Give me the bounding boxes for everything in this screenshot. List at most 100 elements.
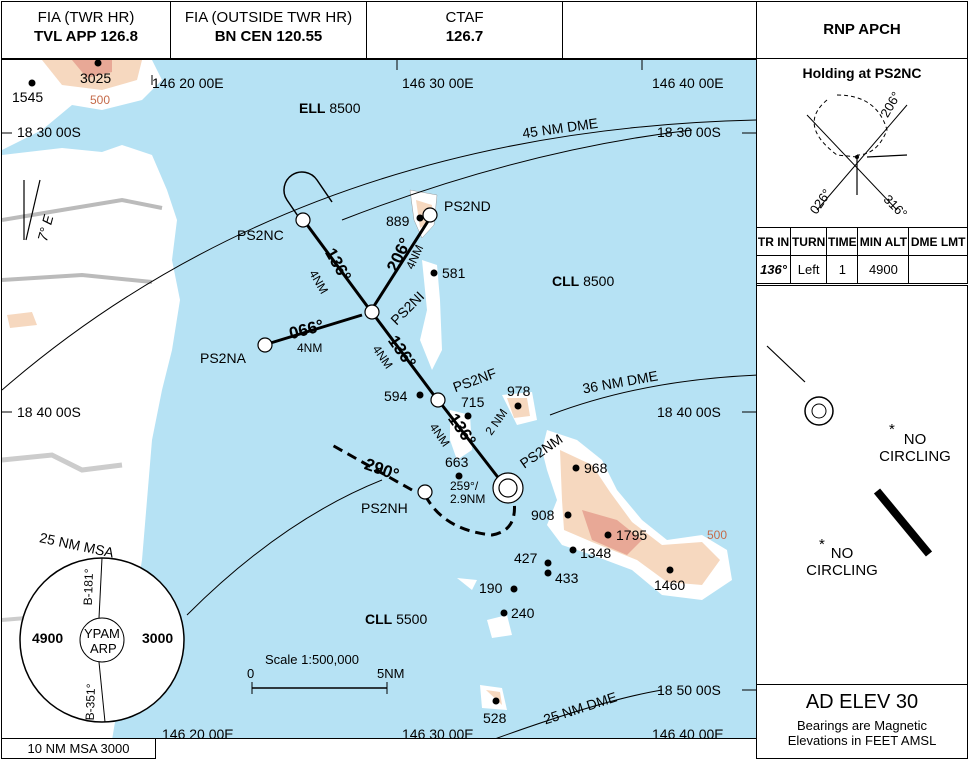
longitude-label: 146 30 00E xyxy=(402,75,474,91)
th-dme-lmt: DME LMT xyxy=(908,227,968,256)
msa-bearing: B-351° xyxy=(82,683,99,721)
spot-elevation: 433 xyxy=(555,570,579,586)
spot-elevation: 1545 xyxy=(12,89,44,105)
spot-elevations xyxy=(28,60,674,705)
th-time: TIME xyxy=(826,227,859,256)
missed-label: 259°/ 2.9NM xyxy=(450,479,486,506)
latitude-label: 18 40 00S xyxy=(17,404,81,420)
msa-center-label: YPAM xyxy=(84,626,120,641)
msa-bearing: B-181° xyxy=(80,568,97,606)
spot-elevation: 581 xyxy=(442,265,466,281)
airspace-alt: 5500 xyxy=(396,611,428,627)
spot-elevation: 1460 xyxy=(654,577,686,593)
longitude-label: 146 20 00E xyxy=(152,75,224,91)
dme-arc-25 xyxy=(496,689,663,738)
ad-elevation: AD ELEV 30 xyxy=(805,691,919,713)
north-arrow xyxy=(25,179,41,241)
th-tr-in: TR IN xyxy=(755,227,792,256)
holding-pattern xyxy=(283,171,333,223)
waypoint-symbols xyxy=(257,207,524,504)
scale-end: 5NM xyxy=(377,666,405,681)
contour-label: 500 xyxy=(707,528,728,542)
spot-elevation: 594 xyxy=(384,388,408,404)
notes-panel: * NO CIRCLING * NO CIRCLING xyxy=(756,285,968,685)
latitude-label: 18 30 00S xyxy=(657,124,721,140)
notes-diagram xyxy=(766,345,933,557)
header-value: 126.7 xyxy=(445,28,484,45)
msa-left-sector: 4900 xyxy=(32,630,64,646)
river xyxy=(2,272,153,284)
island-middle xyxy=(420,260,442,370)
spot-elevation: 240 xyxy=(511,605,535,621)
spot-elevation: 427 xyxy=(514,550,538,566)
msa-right-sector: 3000 xyxy=(142,630,174,646)
spot-elevation: 1795 xyxy=(616,527,648,543)
scale-label: Scale 1:500,000 xyxy=(265,652,359,667)
dme-arc-inner xyxy=(186,479,383,616)
elevation-note: Elevations in FEET AMSL xyxy=(787,733,937,748)
holding-panel: Holding at PS2NC 206° 026° 316° xyxy=(756,58,968,228)
airspace-alt: 8500 xyxy=(583,273,615,289)
dme-arc-36 xyxy=(549,374,756,416)
longitude-label: 146 30 00E xyxy=(402,726,474,739)
terrain xyxy=(560,450,720,585)
td-dme-lmt xyxy=(908,255,968,284)
contour-label: 500 xyxy=(90,93,111,107)
header-value: TVL APP 126.8 xyxy=(34,28,138,45)
no-circling-note: NO CIRCLING xyxy=(806,545,878,579)
holding-table: TR IN TURN TIME MIN ALT DME LMT 136° Lef… xyxy=(755,227,968,284)
longitude-label: 146 40 00E xyxy=(652,75,724,91)
waypoint-ps2na: PS2NA xyxy=(200,350,246,366)
header-cell-ctaf: CTAF 126.7 xyxy=(366,1,563,59)
msa-center xyxy=(79,617,125,663)
spot-elevation: 663 xyxy=(445,454,469,470)
td-min-alt: 4900 xyxy=(857,255,910,284)
asterisk: * xyxy=(889,421,895,438)
latitude-label: 18 40 00S xyxy=(657,404,721,420)
header-cell-blank xyxy=(562,1,757,59)
spot-elevation: 978 xyxy=(507,383,531,399)
road xyxy=(2,452,123,473)
msa-sector-line xyxy=(98,557,103,619)
longitude-label: 146 40 00E xyxy=(652,726,724,739)
holding-title: Holding at PS2NC xyxy=(802,65,922,81)
terrain-west xyxy=(7,312,37,328)
latitude-label: 18 50 00S xyxy=(657,682,721,698)
th-turn: TURN xyxy=(790,227,828,256)
dme-arc-45 xyxy=(2,119,756,391)
header-value: BN CEN 120.55 xyxy=(214,28,323,45)
airspace-alt: 8500 xyxy=(329,100,361,116)
waypoint-ps2nh: PS2NH xyxy=(361,500,408,516)
terrain-peak-north xyxy=(72,60,112,78)
island-tiny xyxy=(480,685,507,710)
dme-arc-45-b xyxy=(341,129,693,221)
th-min-alt: MIN ALT xyxy=(857,227,910,256)
map-canvas xyxy=(2,60,756,738)
leg-distance: 4NM xyxy=(297,341,323,355)
spot-elevation: 190 xyxy=(479,580,503,596)
td-tr-in: 136° xyxy=(755,255,792,284)
approach-map: 146 20 00E 146 30 00E 146 40 00E 146 20 … xyxy=(1,59,757,739)
spot-elevation: 908 xyxy=(531,507,555,523)
holding-diagram xyxy=(806,94,908,211)
spot-elevation: 3025 xyxy=(80,70,112,86)
waypoint-ps2nc: PS2NC xyxy=(237,227,284,243)
spot-elevation: 889 xyxy=(386,213,410,229)
airspace-name: CLL xyxy=(365,611,393,627)
msa-10nm: 10 NM MSA 3000 xyxy=(1,738,156,759)
header-cell-fia-outside: FIA (OUTSIDE TWR HR) BN CEN 120.55 xyxy=(170,1,367,59)
airspace-name: ELL xyxy=(299,100,326,116)
missed-approach xyxy=(331,443,516,537)
no-circling-note: NO CIRCLING xyxy=(879,431,951,465)
latitude-label: 18 30 00S xyxy=(17,124,81,140)
td-turn: Left xyxy=(790,255,828,284)
spot-elevation: 968 xyxy=(584,460,608,476)
header-cell-fia-twr: FIA (TWR HR) TVL APP 126.8 xyxy=(1,1,171,59)
header-title: CTAF xyxy=(445,9,484,26)
spot-elevation: 715 xyxy=(461,394,485,410)
header-title: FIA (OUTSIDE TWR HR) xyxy=(184,9,353,26)
procedure-title: RNP APCH xyxy=(756,1,968,59)
island-tiny xyxy=(487,615,512,638)
airspace-name: CLL xyxy=(552,273,580,289)
longitude-label: 146 20 00E xyxy=(162,726,234,739)
